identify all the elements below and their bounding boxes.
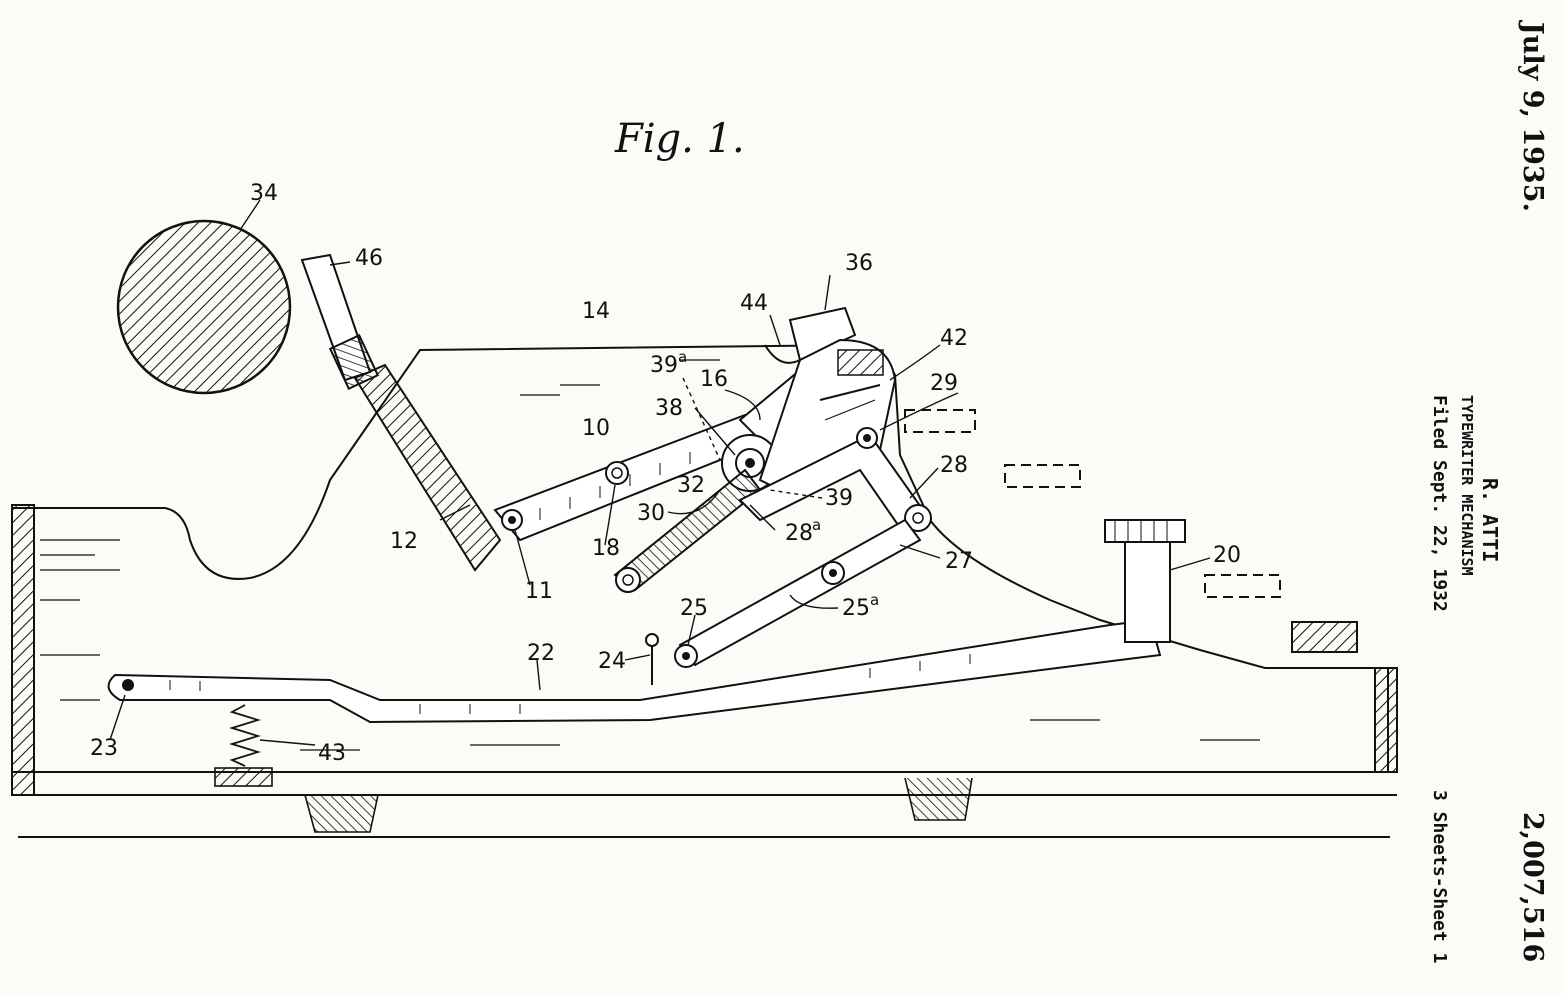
label-18: 18 xyxy=(592,536,620,561)
sheet-count: 3 Sheets-Sheet 1 xyxy=(1429,790,1450,964)
reference-labels: 34 46 14 44 36 42 39 a 16 29 38 10 28 32… xyxy=(90,181,1241,766)
label-30: 30 xyxy=(637,501,665,526)
foot-left xyxy=(304,794,379,833)
cam-44 xyxy=(764,344,801,364)
label-25: 25 xyxy=(680,596,708,621)
spring-43 xyxy=(228,704,262,767)
type-bar-12 xyxy=(353,363,502,572)
label-34: 34 xyxy=(250,181,278,206)
label-32: 32 xyxy=(677,473,705,498)
frame-shading xyxy=(40,359,1260,751)
label-12: 12 xyxy=(390,529,418,554)
platen-circle xyxy=(116,219,292,395)
label-28a-sup: a xyxy=(812,516,821,534)
leader-lines xyxy=(109,199,1211,746)
inventor-name: R. ATTI xyxy=(1478,478,1502,563)
label-39a: 39 xyxy=(650,353,678,378)
label-39a-sup: a xyxy=(678,348,687,366)
label-22: 22 xyxy=(527,641,555,666)
filed-date: Filed Sept. 22, 1932 xyxy=(1429,395,1450,612)
label-24: 24 xyxy=(598,649,626,674)
key-top-20 xyxy=(1104,519,1186,543)
invention-title: TYPEWRITER MECHANISM xyxy=(1458,395,1476,576)
figure-title: Fig. 1. xyxy=(614,116,745,162)
label-27: 27 xyxy=(945,549,973,574)
dashed-box-2 xyxy=(1004,464,1081,488)
hatched-block xyxy=(1291,621,1358,653)
dashed-box-1 xyxy=(904,409,976,433)
patent-number: 2,007,516 xyxy=(1517,812,1548,963)
patent-date: July 9, 1935. xyxy=(1517,22,1548,212)
key-36 xyxy=(788,306,857,362)
label-16: 16 xyxy=(700,367,728,392)
type-slug xyxy=(328,333,380,391)
spring-seat xyxy=(214,767,273,787)
label-28: 28 xyxy=(940,453,968,478)
foot-right xyxy=(904,777,973,821)
label-43: 43 xyxy=(318,741,346,766)
key-lever-22 xyxy=(107,618,1162,724)
label-11: 11 xyxy=(525,579,553,604)
key-stem-20 xyxy=(1124,541,1171,643)
label-39: 39 xyxy=(825,486,853,511)
machine-frame xyxy=(11,343,1389,773)
label-28a: 28 xyxy=(785,521,813,546)
left-end-wall xyxy=(11,504,35,796)
right-end-wall xyxy=(1374,667,1398,773)
label-14: 14 xyxy=(582,299,610,324)
label-46: 46 xyxy=(355,246,383,271)
label-29: 29 xyxy=(930,371,958,396)
label-10: 10 xyxy=(582,416,610,441)
label-38: 38 xyxy=(655,396,683,421)
pivot-18 xyxy=(605,461,629,485)
dashed-box-3 xyxy=(1204,574,1281,598)
label-42: 42 xyxy=(940,326,968,351)
label-25a-sup: a xyxy=(870,591,879,609)
label-36: 36 xyxy=(845,251,873,276)
label-25a: 25 xyxy=(842,596,870,621)
pivot-28 xyxy=(904,504,932,532)
label-23: 23 xyxy=(90,736,118,761)
label-44: 44 xyxy=(740,291,768,316)
pivot-23 xyxy=(122,679,134,691)
label-20: 20 xyxy=(1213,543,1241,568)
